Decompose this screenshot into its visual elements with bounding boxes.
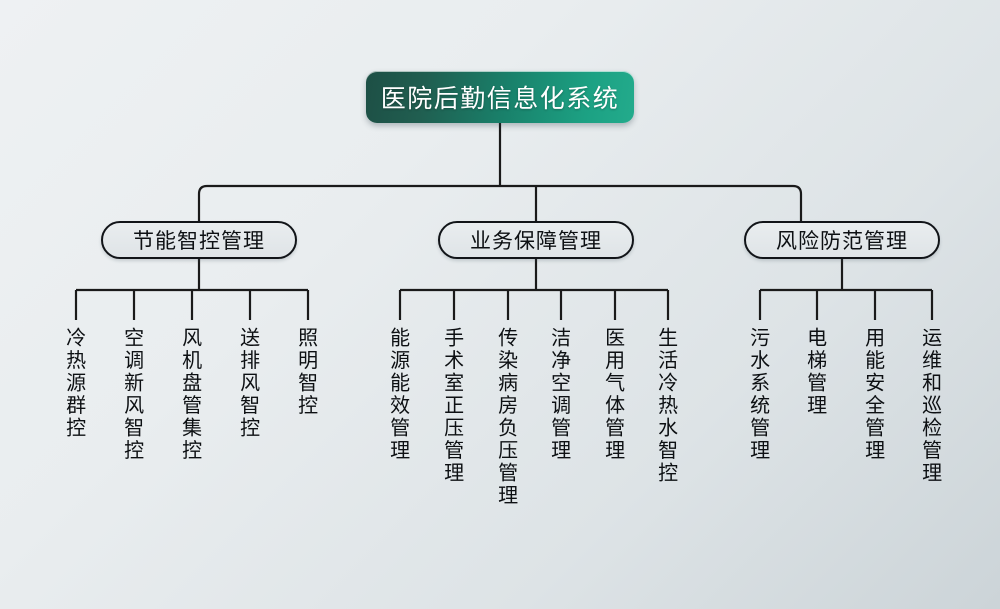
leaf-node[interactable]: 运维和巡检管理 [919, 327, 945, 485]
leaf-node-label: 空调新风智控 [120, 327, 145, 462]
leaf-node-label: 生活冷热水智控 [654, 327, 679, 485]
leaf-node[interactable]: 能源能效管理 [387, 327, 413, 462]
branch-node-energy-control[interactable]: 节能智控管理 [101, 221, 297, 259]
leaf-node-label: 洁净空调管理 [547, 327, 572, 462]
leaf-node[interactable]: 送排风智控 [237, 327, 263, 440]
leaf-node[interactable]: 照明智控 [295, 327, 321, 417]
leaf-node[interactable]: 洁净空调管理 [548, 327, 574, 462]
leaf-node-label: 污水系统管理 [746, 327, 771, 462]
branch-node-business-support[interactable]: 业务保障管理 [438, 221, 634, 259]
branch-node-risk-prevention[interactable]: 风险防范管理 [744, 221, 940, 259]
leaf-node[interactable]: 空调新风智控 [121, 327, 147, 462]
leaf-node-label: 能源能效管理 [386, 327, 411, 462]
leaf-node-label: 电梯管理 [803, 327, 828, 417]
branch-node-label: 业务保障管理 [470, 229, 602, 253]
leaf-node-label: 手术室正压管理 [440, 327, 465, 485]
leaf-node-label: 风机盘管集控 [178, 327, 203, 462]
root-node[interactable]: 医院后勤信息化系统 [366, 71, 634, 123]
leaf-node[interactable]: 生活冷热水智控 [655, 327, 681, 485]
leaf-node-label: 照明智控 [294, 327, 319, 417]
branch-node-label: 节能智控管理 [133, 229, 265, 253]
leaf-node[interactable]: 污水系统管理 [747, 327, 773, 462]
leaf-node-label: 医用气体管理 [601, 327, 626, 462]
leaf-node[interactable]: 用能安全管理 [862, 327, 888, 462]
leaf-node[interactable]: 冷热源群控 [63, 327, 89, 440]
root-node-label: 医院后勤信息化系统 [380, 84, 620, 113]
leaf-node-label: 运维和巡检管理 [918, 327, 943, 485]
leaf-node[interactable]: 手术室正压管理 [441, 327, 467, 485]
leaf-node[interactable]: 医用气体管理 [602, 327, 628, 462]
leaf-node[interactable]: 风机盘管集控 [179, 327, 205, 462]
connector-level2-bus [197, 184, 803, 221]
leaf-node[interactable]: 传染病房负压管理 [495, 327, 521, 507]
leaf-node-label: 用能安全管理 [861, 327, 886, 462]
branch-node-label: 风险防范管理 [776, 229, 908, 253]
leaf-node-label: 送排风智控 [236, 327, 261, 440]
leaf-node-label: 传染病房负压管理 [494, 327, 519, 507]
leaf-node[interactable]: 电梯管理 [804, 327, 830, 417]
leaf-node-label: 冷热源群控 [62, 327, 87, 440]
